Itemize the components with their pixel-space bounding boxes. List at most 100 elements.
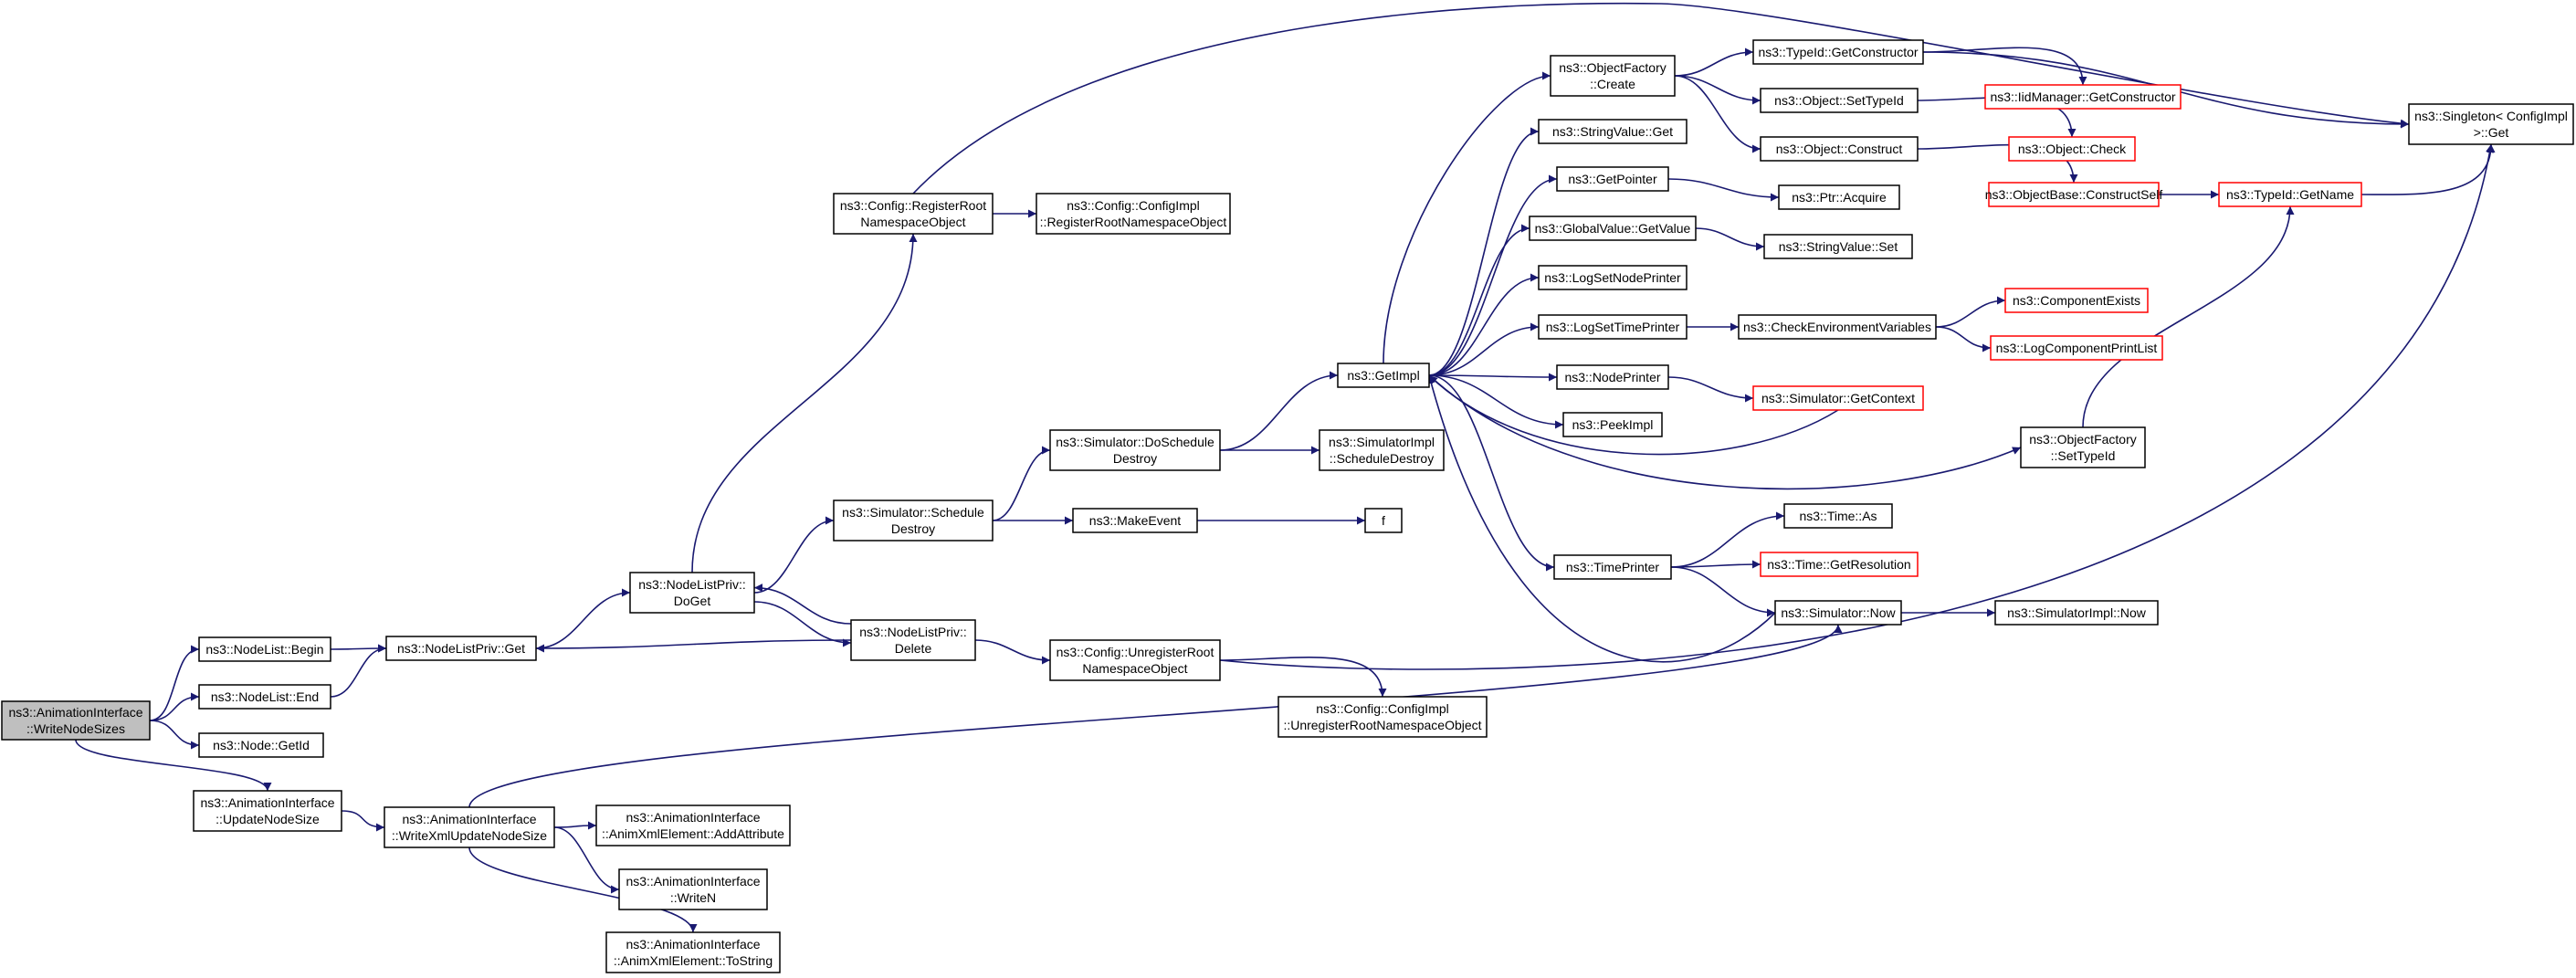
node-label: ns3::Node::GetId [213,738,310,752]
node-object-settypeid[interactable]: ns3::Object::SetTypeId [1760,88,1919,113]
node-write-node-sizes[interactable]: ns3::AnimationInterface::WriteNodeSizes [1,700,151,741]
node-nodelist-end[interactable]: ns3::NodeList::End [198,684,331,710]
node-check-env-vars[interactable]: ns3::CheckEnvironmentVariables [1738,314,1937,340]
node-f[interactable]: f [1364,508,1403,533]
node-label: Destroy [891,521,935,536]
node-stringvalue-set[interactable]: ns3::StringValue::Set [1763,234,1913,259]
node-label: ns3::Config::ConfigImpl [1067,198,1200,213]
node-log-component-print-list[interactable]: ns3::LogComponentPrintList [1990,335,2163,361]
node-time-getresolution[interactable]: ns3::Time::GetResolution [1760,552,1919,577]
edge-nodelist-begin-to-nodelistpriv-get [330,644,387,653]
node-getpointer[interactable]: ns3::GetPointer [1556,166,1669,192]
node-label: ns3::Simulator::Now [1781,605,1896,620]
node-configimpl-register-root[interactable]: ns3::Config::ConfigImpl::RegisterRootNam… [1036,193,1231,235]
edge-objectfactory-settypeid-to-typeid-getname [2082,205,2295,428]
node-box [1553,554,1672,580]
node-config-unregister-root[interactable]: ns3::Config::UnregisterRootNamespaceObje… [1049,639,1221,681]
node-anim-writen[interactable]: ns3::AnimationInterface::WriteN [618,868,768,910]
node-label: ns3::AnimationInterface [200,795,334,810]
node-typeid-getconstructor[interactable]: ns3::TypeId::GetConstructor [1752,39,1924,65]
node-simulatorimpl-now[interactable]: ns3::SimulatorImpl::Now [1994,600,2159,626]
node-box [2020,426,2146,468]
node-objectfactory-create[interactable]: ns3::ObjectFactory::Create [1550,55,1676,97]
node-label: ::RegisterRootNamespaceObject [1040,215,1227,229]
edge-getimpl-to-logsettimeprinter [1428,322,1540,376]
node-label: ns3::LogSetNodePrinter [1544,270,1681,285]
node-label: ns3::NodeList::Begin [205,642,323,657]
node-simulator-schedule-destroy[interactable]: ns3::Simulator::ScheduleDestroy [833,500,994,542]
node-box [1738,314,1937,340]
node-label: ns3::ObjectBase::ConstructSelf [1985,187,2163,202]
edge-getimpl-to-stringvalue-get [1428,127,1540,376]
node-nodelistpriv-delete[interactable]: ns3::NodeListPriv::Delete [850,619,976,661]
node-write-xml-update-node-size[interactable]: ns3::AnimationInterface::WriteXmlUpdateN… [384,806,555,848]
node-iidmanager-getconstructor[interactable]: ns3::IidManager::GetConstructor [1984,84,2182,110]
node-object-check[interactable]: ns3::Object::Check [2008,136,2136,162]
edge-config-register-root-to-singleton-get [912,2,2410,195]
node-logsettimeprinter[interactable]: ns3::LogSetTimePrinter [1538,314,1688,340]
node-label: ns3::AnimationInterface [626,874,760,889]
node-label: Destroy [1113,451,1157,466]
edge-update-node-size-to-write-xml-update-node-size [341,810,385,832]
node-simulator-now[interactable]: ns3::Simulator::Now [1774,600,1902,626]
node-label: ::AnimXmlElement::ToString [614,953,773,968]
node-stringvalue-get[interactable]: ns3::StringValue::Get [1538,119,1688,144]
node-label: ns3::LogSetTimePrinter [1546,320,1680,334]
node-box [1988,182,2160,207]
node-label: ns3::Ptr::Acquire [1792,190,1887,205]
edge-getimpl-to-timeprinter [1428,374,1555,572]
node-label: ns3::Object::Construct [1776,142,1903,156]
node-box [198,732,324,758]
edge-objectfactory-create-to-object-settypeid [1674,75,1761,105]
node-objectbase-constructself[interactable]: ns3::ObjectBase::ConstructSelf [1985,182,2163,207]
node-label: ::SetTypeId [2051,448,2116,463]
node-box [1984,84,2182,110]
node-config-register-root[interactable]: ns3::Config::RegisterRootNamespaceObject [833,193,994,235]
node-make-event[interactable]: ns3::MakeEvent [1072,508,1198,533]
node-nodelistpriv-doget[interactable]: ns3::NodeListPriv::DoGet [629,572,755,614]
edge-nodelistpriv-delete-to-nodelistpriv-get [535,639,852,653]
node-globalvalue-getvalue[interactable]: ns3::GlobalValue::GetValue [1529,216,1697,241]
node-label: ::WriteXmlUpdateNodeSize [392,828,547,843]
node-label: ::AnimXmlElement::AddAttribute [602,826,784,841]
node-node-getid[interactable]: ns3::Node::GetId [198,732,324,758]
node-label: ns3::Object::Check [2018,142,2127,156]
edge-typeid-getconstructor-to-iidmanager-getconstructor [1922,47,2087,86]
node-label: ns3::Simulator::Schedule [842,505,984,520]
node-box [1990,335,2163,361]
node-component-exists[interactable]: ns3::ComponentExists [2004,288,2149,313]
node-anim-add-attribute[interactable]: ns3::AnimationInterface::AnimXmlElement:… [595,804,791,847]
node-object-construct[interactable]: ns3::Object::Construct [1760,136,1919,162]
node-getimpl[interactable]: ns3::GetImpl [1337,363,1430,388]
node-simulator-getcontext[interactable]: ns3::Simulator::GetContext [1752,385,1924,411]
node-singleton-get[interactable]: ns3::Singleton< ConfigImpl >::Get [2408,103,2574,145]
node-typeid-getname[interactable]: ns3::TypeId::GetName [2218,182,2362,207]
node-nodelistpriv-get[interactable]: ns3::NodeListPriv::Get [385,636,537,661]
node-label: ns3::GetImpl [1347,368,1419,383]
node-anim-tostring[interactable]: ns3::AnimationInterface::AnimXmlElement:… [605,931,781,973]
node-box [1319,429,1445,471]
node-nodelist-begin[interactable]: ns3::NodeList::Begin [198,636,331,662]
node-label: DoGet [674,594,711,608]
node-ptr-acquire[interactable]: ns3::Ptr::Acquire [1778,184,1900,210]
node-configimpl-unregister-root[interactable]: ns3::Config::ConfigImpl::UnregisterRootN… [1277,696,1488,738]
node-box [605,931,781,973]
node-simulatorimpl-schedule-destroy[interactable]: ns3::SimulatorImpl::ScheduleDestroy [1319,429,1445,471]
node-box [1752,39,1924,65]
node-label: ::UnregisterRootNamespaceObject [1283,718,1481,732]
node-label: ns3::NodeListPriv::Get [397,641,525,656]
edge-nodelist-end-to-nodelistpriv-get [330,644,387,698]
node-time-as[interactable]: ns3::Time::As [1783,503,1893,529]
node-label: ns3::ComponentExists [2013,293,2140,308]
node-timeprinter[interactable]: ns3::TimePrinter [1553,554,1672,580]
node-update-node-size[interactable]: ns3::AnimationInterface::UpdateNodeSize [193,790,342,832]
node-box [1760,88,1919,113]
edge-globalvalue-getvalue-to-stringvalue-set [1695,227,1765,251]
node-logsetnodeprinter[interactable]: ns3::LogSetNodePrinter [1538,265,1688,290]
node-peekimpl[interactable]: ns3::PeekImpl [1562,412,1663,437]
node-nodeprinter[interactable]: ns3::NodePrinter [1556,364,1669,390]
node-box [629,572,755,614]
node-objectfactory-settypeid[interactable]: ns3::ObjectFactory::SetTypeId [2020,426,2146,468]
node-box [1,700,151,741]
